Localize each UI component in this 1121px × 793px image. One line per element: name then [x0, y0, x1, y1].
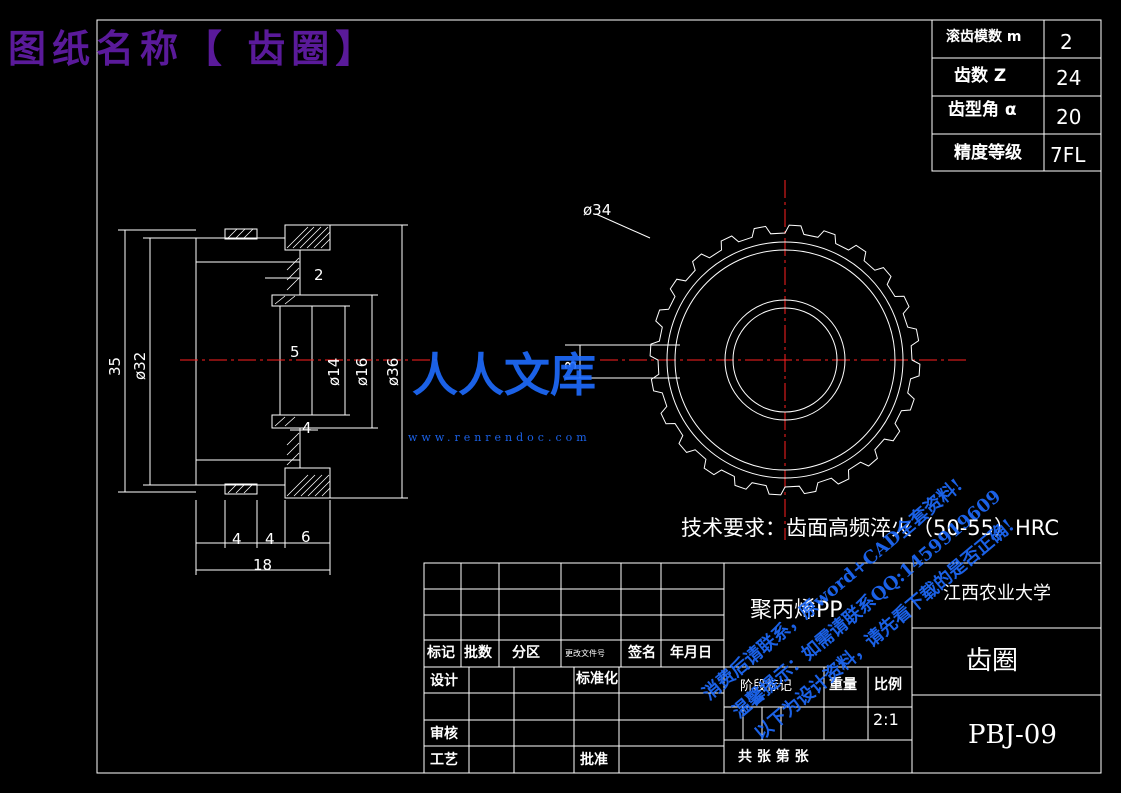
tb-row-stage: 阶段标记 [740, 679, 793, 694]
param-value-module: 2 [1060, 30, 1073, 54]
dim-d14: ø14 [325, 357, 343, 386]
dim-4a: 4 [232, 530, 242, 548]
tb-header-date: 年月日 [670, 645, 712, 661]
tb-row-check: 审核 [430, 726, 458, 742]
tb-row-weight: 重量 [829, 677, 857, 693]
side-section-view [118, 224, 408, 575]
param-label-accuracy: 精度等级 [954, 143, 1022, 163]
dim-6: 6 [301, 528, 311, 546]
param-label-teeth: 齿数 Z [954, 66, 1007, 86]
tb-row-std: 标准化 [576, 671, 618, 687]
tech-requirement: 技术要求：齿面高频淬火（50-55）HRC [681, 516, 1060, 540]
front-gear-view [565, 213, 921, 496]
tb-scale-value: 2:1 [873, 710, 899, 729]
dim-4b: 4 [265, 530, 275, 548]
tb-row-scale: 比例 [874, 677, 902, 693]
dim-d16: ø16 [353, 357, 371, 386]
dim-d34: ø34 [583, 201, 612, 219]
param-label-angle: 齿型角 α [948, 100, 1017, 120]
part-name: 齿圈 [966, 646, 1019, 676]
tb-row-design: 设计 [430, 673, 458, 689]
dim-18: 18 [253, 556, 273, 574]
tb-sheets: 共 张 第 张 [738, 749, 809, 765]
center-lines [180, 180, 970, 540]
param-label-module: 滚齿模数 m [946, 29, 1022, 45]
dim-35: 35 [106, 356, 124, 376]
tb-row-craft: 工艺 [430, 752, 458, 768]
tb-header-zone: 分区 [512, 645, 540, 661]
tb-row-approve: 批准 [580, 752, 608, 768]
watermark-logo: 人人文库 [412, 348, 596, 402]
material-text: 聚丙烯PP [750, 598, 843, 623]
drawing-border [96, 19, 1102, 774]
tb-header-sign: 签名 [628, 645, 656, 661]
param-table [931, 19, 1102, 172]
dim-d36: ø36 [384, 357, 402, 386]
dim-d32: ø32 [131, 351, 149, 380]
param-value-accuracy: 7FL [1050, 143, 1086, 167]
dim-5: 5 [290, 343, 300, 361]
param-value-angle: 20 [1056, 105, 1082, 129]
drawing-title: 图纸名称【 齿圈】 [8, 26, 380, 71]
watermark-url: www.renrendoc.com [408, 431, 591, 444]
dim-2: 2 [314, 266, 324, 284]
dim-4-inner: 4 [302, 419, 312, 437]
tb-header-doc: 更改文件号 [565, 649, 605, 658]
school-name: 江西农业大学 [943, 583, 1051, 604]
title-block [423, 562, 1102, 774]
tb-header-count: 批数 [464, 645, 492, 661]
drawing-code: PBJ-09 [968, 720, 1057, 750]
param-value-teeth: 24 [1056, 66, 1082, 90]
tb-header-mark: 标记 [427, 645, 455, 661]
